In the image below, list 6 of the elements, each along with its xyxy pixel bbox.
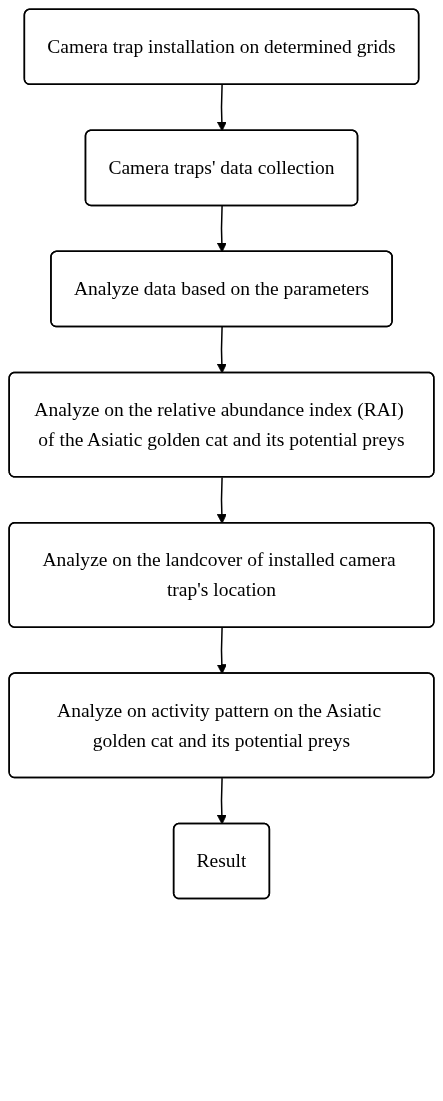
arrow xyxy=(216,326,227,374)
arrow xyxy=(216,205,227,253)
arrow xyxy=(216,84,227,132)
arrow xyxy=(216,627,227,675)
arrow xyxy=(216,777,227,825)
arrow xyxy=(216,476,227,524)
